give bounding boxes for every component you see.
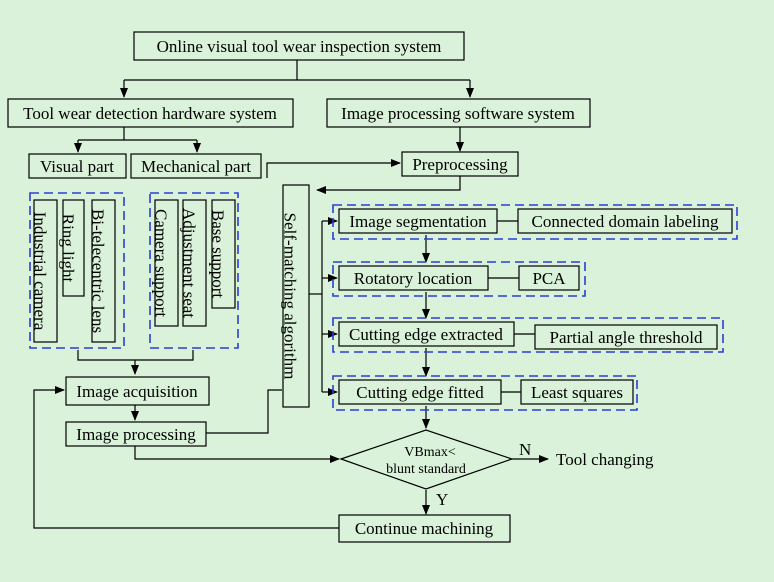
- camera-support-label: Camera support: [152, 209, 171, 317]
- cutting-edge-extracted-label: Cutting edge extracted: [349, 325, 503, 344]
- arrow-loop-to-acquisition: [33, 386, 339, 529]
- partial-angle-label: Partial angle threshold: [550, 328, 703, 347]
- cutting-edge-fitted-label: Cutting edge fitted: [356, 383, 484, 402]
- connected-domain-label: Connected domain labeling: [532, 212, 719, 231]
- connector-parts-merge: [77, 350, 194, 361]
- arrow-preprocessing-to-selfmatching: [316, 176, 461, 194]
- hardware-label: Tool wear detection hardware system: [23, 104, 277, 123]
- adjustment-seat-label: Adjustment seat: [180, 208, 199, 318]
- continue-machining-node: Continue machining: [338, 514, 511, 543]
- cutting-edge-extracted-node: Cutting edge extracted: [338, 321, 515, 347]
- self-matching-label: Self-matching algorithm: [281, 213, 300, 380]
- mechanical-components-group: [149, 192, 239, 349]
- bitelecentric-lens-label: Bi-telecentric lens: [89, 209, 108, 333]
- arrow-processing-to-decision: [134, 446, 340, 463]
- tool-changing-label: Tool changing: [556, 450, 654, 469]
- software-node: Image processing software system: [326, 98, 591, 128]
- root-label: Online visual tool wear inspection syste…: [157, 37, 442, 56]
- software-label: Image processing software system: [341, 104, 575, 123]
- arrow-mechanical-to-preprocessing: [266, 159, 401, 178]
- image-processing-label: Image processing: [76, 425, 196, 444]
- cutting-edge-fitted-node: Cutting edge fitted: [338, 379, 502, 405]
- decision-node: VBmax< blunt standard: [339, 429, 514, 490]
- least-squares-label: Least squares: [531, 383, 623, 402]
- camera-support-node: Camera support: [152, 199, 179, 327]
- image-segmentation-label: Image segmentation: [349, 212, 487, 231]
- connector-processing-to-selfmatching: [206, 389, 282, 434]
- preprocessing-label: Preprocessing: [412, 155, 508, 174]
- least-squares-node: Least squares: [520, 379, 634, 405]
- ring-light-label: Ring light: [59, 214, 78, 283]
- fitting-group: [332, 375, 638, 411]
- mechanical-part-node: Mechanical part: [130, 153, 262, 179]
- connected-domain-node: Connected domain labeling: [517, 208, 733, 234]
- pca-label: PCA: [532, 269, 566, 288]
- ring-light-node: Ring light: [59, 199, 85, 297]
- self-matching-node: Self-matching algorithm: [281, 184, 310, 408]
- base-support-node: Base support: [209, 199, 236, 309]
- base-support-label: Base support: [209, 210, 228, 299]
- industrial-camera-label: Industrial camera: [31, 212, 50, 331]
- dashed-groups: [29, 192, 738, 411]
- segmentation-group: [332, 204, 738, 240]
- visual-components-group: [29, 192, 125, 349]
- rotatory-location-label: Rotatory location: [354, 269, 473, 288]
- extraction-group: [332, 317, 724, 353]
- mechanical-part-label: Mechanical part: [141, 157, 251, 176]
- yes-label: Y: [436, 490, 448, 509]
- hardware-node: Tool wear detection hardware system: [7, 98, 294, 128]
- bitelecentric-lens-node: Bi-telecentric lens: [89, 199, 116, 343]
- adjustment-seat-node: Adjustment seat: [180, 199, 207, 327]
- rotatory-group: [332, 261, 586, 297]
- image-segmentation-node: Image segmentation: [338, 208, 498, 234]
- image-acquisition-node: Image acquisition: [65, 376, 210, 406]
- connectors: [33, 60, 549, 529]
- visual-part-label: Visual part: [40, 157, 114, 176]
- root-node: Online visual tool wear inspection syste…: [133, 31, 465, 61]
- visual-part-node: Visual part: [28, 153, 127, 179]
- image-acquisition-label: Image acquisition: [76, 382, 198, 401]
- industrial-camera-node: Industrial camera: [31, 199, 58, 343]
- decision-line1: VBmax<: [404, 445, 456, 460]
- preprocessing-node: Preprocessing: [401, 151, 519, 177]
- continue-machining-label: Continue machining: [355, 519, 494, 538]
- pca-node: PCA: [518, 265, 580, 291]
- rotatory-location-node: Rotatory location: [338, 265, 489, 291]
- no-label: N: [519, 440, 531, 459]
- decision-line2: blunt standard: [386, 462, 466, 477]
- image-processing-node: Image processing: [65, 421, 207, 447]
- partial-angle-node: Partial angle threshold: [534, 324, 718, 350]
